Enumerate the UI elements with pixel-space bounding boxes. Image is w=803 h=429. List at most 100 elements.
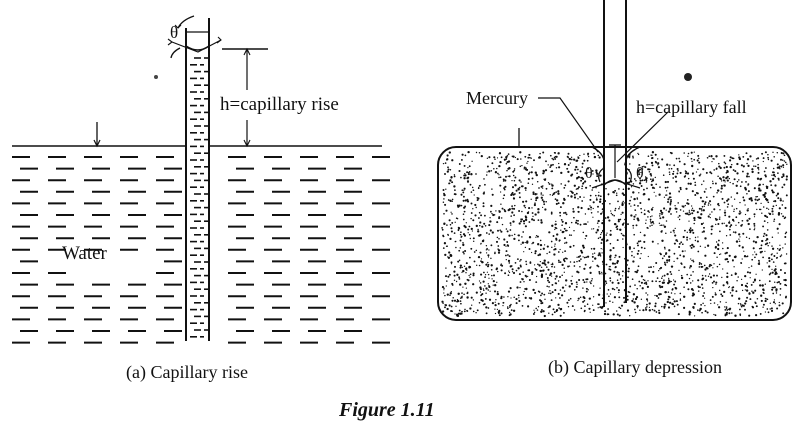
mercury-dot bbox=[760, 177, 763, 180]
mercury-dot bbox=[476, 199, 479, 202]
mercury-dot bbox=[601, 212, 603, 214]
mercury-dot bbox=[559, 261, 562, 263]
mercury-dot bbox=[467, 228, 470, 231]
mercury-dot bbox=[648, 309, 651, 312]
mercury-dot bbox=[699, 245, 702, 248]
mercury-dot bbox=[777, 177, 780, 180]
mercury-dot bbox=[686, 239, 688, 241]
mercury-dot bbox=[780, 158, 782, 161]
mercury-dot bbox=[586, 281, 588, 283]
mercury-dot bbox=[779, 269, 782, 271]
mercury-dot bbox=[441, 227, 443, 229]
mercury-dot bbox=[693, 302, 696, 305]
mercury-dot bbox=[720, 178, 722, 181]
mercury-dot bbox=[648, 168, 651, 171]
mercury-dot bbox=[780, 151, 783, 155]
mercury-dot bbox=[639, 177, 641, 180]
capillary-fall-label: h=capillary fall bbox=[636, 97, 747, 117]
mercury-dot bbox=[737, 302, 740, 305]
mercury-dot bbox=[482, 288, 485, 290]
mercury-dot bbox=[486, 157, 489, 159]
mercury-dot bbox=[663, 274, 666, 277]
mercury-dot bbox=[586, 159, 589, 162]
mercury-dot bbox=[459, 264, 463, 267]
mercury-dot bbox=[567, 164, 570, 166]
mercury-dot bbox=[785, 175, 789, 178]
mercury-dot bbox=[500, 269, 503, 272]
mercury-dot bbox=[463, 224, 466, 228]
mercury-dot bbox=[470, 217, 472, 220]
mercury-dot bbox=[649, 216, 652, 218]
mercury-dot bbox=[659, 267, 661, 270]
mercury-dot-pattern bbox=[441, 150, 789, 318]
mercury-dot bbox=[597, 220, 600, 222]
mercury-dot bbox=[506, 230, 509, 233]
mercury-dot bbox=[728, 177, 731, 180]
mercury-dot bbox=[691, 212, 694, 215]
mercury-dot bbox=[650, 161, 654, 165]
mercury-dot bbox=[557, 292, 560, 295]
mercury-dot bbox=[601, 271, 603, 274]
mercury-dot bbox=[520, 258, 522, 261]
mercury-dot bbox=[646, 187, 648, 190]
mercury-dot bbox=[486, 271, 488, 273]
mercury-dot bbox=[550, 164, 553, 167]
mercury-dot bbox=[568, 265, 571, 267]
mercury-dot bbox=[446, 245, 448, 248]
mercury-dot bbox=[503, 208, 506, 211]
mercury-dot bbox=[478, 301, 481, 304]
mercury-dot bbox=[592, 285, 595, 287]
mercury-dot bbox=[619, 278, 622, 280]
mercury-dot bbox=[616, 260, 619, 263]
mercury-dot bbox=[774, 184, 777, 187]
mercury-dot bbox=[680, 276, 684, 280]
mercury-dot bbox=[731, 294, 734, 297]
mercury-dot bbox=[579, 265, 581, 268]
mercury-dot bbox=[782, 312, 785, 315]
mercury-dot bbox=[490, 264, 493, 267]
mercury-dot bbox=[739, 308, 741, 311]
mercury-dot bbox=[575, 219, 578, 222]
mercury-dot bbox=[604, 280, 607, 283]
mercury-dot bbox=[445, 158, 448, 161]
mercury-dot bbox=[530, 297, 532, 299]
mercury-dot bbox=[462, 195, 465, 198]
mercury-dot bbox=[551, 183, 553, 185]
mercury-dot bbox=[726, 199, 729, 202]
mercury-dot bbox=[705, 279, 707, 281]
mercury-dot bbox=[534, 202, 536, 205]
mercury-dot bbox=[494, 158, 496, 161]
mercury-dot bbox=[450, 230, 453, 233]
mercury-dot bbox=[455, 246, 457, 249]
mercury-dot bbox=[700, 308, 702, 310]
mercury-dot bbox=[731, 259, 734, 262]
mercury-dot bbox=[702, 180, 705, 182]
mercury-dot bbox=[599, 174, 602, 177]
mercury-dot bbox=[560, 183, 562, 185]
mercury-dot bbox=[697, 290, 700, 292]
mercury-dot bbox=[616, 192, 618, 194]
mercury-dot bbox=[621, 203, 624, 207]
mercury-dot bbox=[527, 305, 530, 308]
mercury-dot bbox=[754, 165, 757, 168]
angle-theta-b-left: θ bbox=[585, 165, 593, 182]
mercury-dot bbox=[595, 187, 597, 189]
mercury-dot bbox=[688, 313, 691, 316]
mercury-dot bbox=[600, 242, 603, 244]
mercury-dot bbox=[709, 186, 712, 189]
mercury-dot bbox=[474, 203, 477, 207]
mercury-dot bbox=[539, 239, 542, 242]
mercury-dot bbox=[457, 312, 460, 315]
mercury-dot bbox=[682, 205, 685, 208]
mercury-dot bbox=[618, 272, 620, 274]
mercury-dot bbox=[523, 290, 525, 293]
mercury-dot bbox=[549, 290, 551, 292]
mercury-dot bbox=[731, 312, 733, 314]
mercury-dot bbox=[593, 155, 597, 159]
mercury-dot bbox=[754, 198, 757, 201]
mercury-dot bbox=[622, 188, 625, 191]
mercury-dot bbox=[747, 208, 749, 210]
mercury-dot bbox=[484, 276, 486, 278]
mercury-dot bbox=[779, 255, 782, 258]
mercury-dot bbox=[673, 260, 675, 263]
